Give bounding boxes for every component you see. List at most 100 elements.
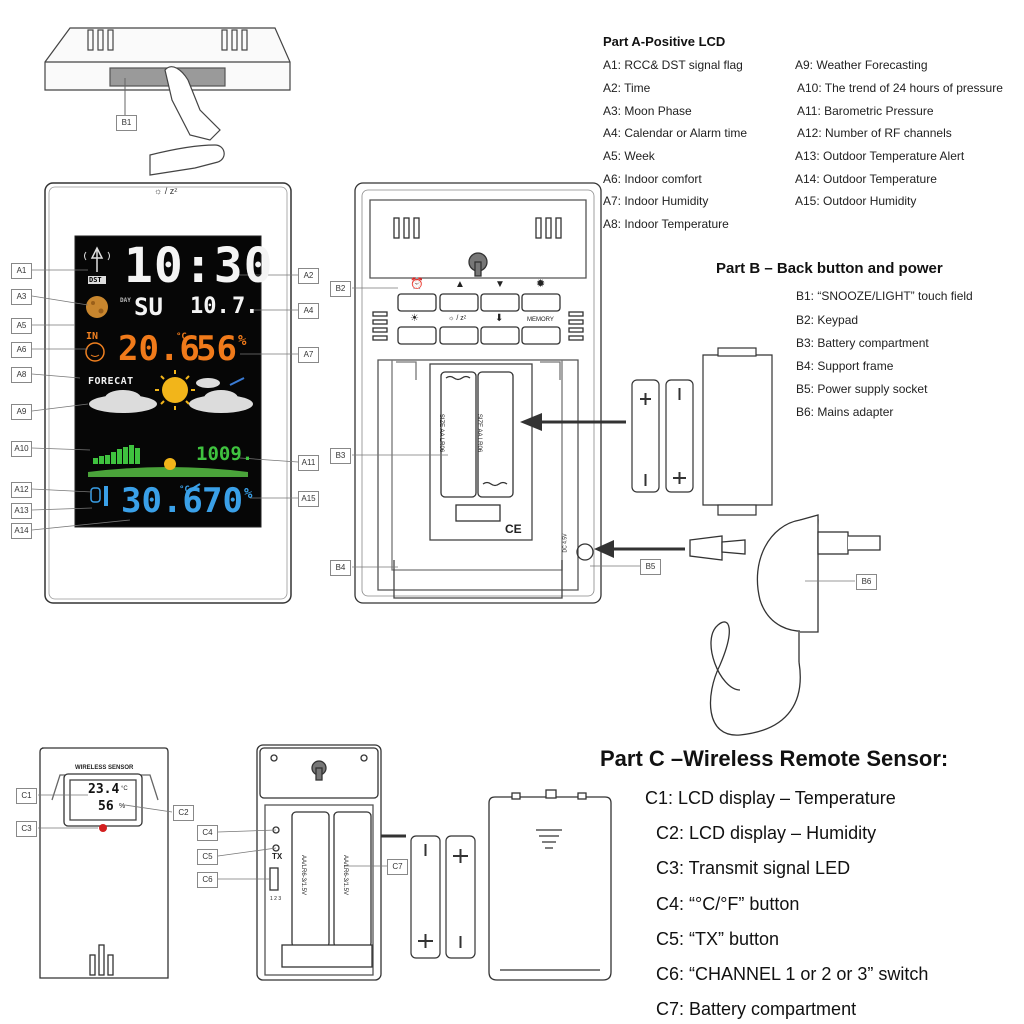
top-button-label: ☼ / zᶻ xyxy=(154,186,178,196)
part-a-title: Part A-Positive LCD xyxy=(603,34,726,49)
part-b-item: B1: “SNOOZE/LIGHT” touch field xyxy=(796,289,973,303)
part-a-item: A8: Indoor Temperature xyxy=(603,217,729,231)
callout-b1: B1 xyxy=(116,115,137,131)
lcd-outdoor-temp-unit: °C xyxy=(179,485,190,495)
callout-c3: C3 xyxy=(16,821,37,837)
top-edge-unit xyxy=(44,27,291,91)
part-b-item: B2: Keypad xyxy=(796,313,859,327)
callout-a6: A6 xyxy=(11,342,32,358)
sensor-title: WIRELESS SENSOR xyxy=(75,765,134,771)
lcd-indoor-temp-unit: °C xyxy=(176,332,187,342)
part-a-item: A14: Outdoor Temperature xyxy=(795,172,937,186)
key-memory-label: MEMORY xyxy=(527,317,554,323)
part-c-item: C6: “CHANNEL 1 or 2 or 3” switch xyxy=(656,964,929,984)
battery-cover-sensor xyxy=(488,789,612,981)
part-a-item: A2: Time xyxy=(603,81,651,95)
part-c-item: C3: Transmit signal LED xyxy=(656,858,851,878)
lcd-date-month: 7. xyxy=(232,294,259,319)
callout-b2: B2 xyxy=(330,281,351,297)
part-a-item: A3: Moon Phase xyxy=(603,104,692,118)
mains-adapter xyxy=(689,514,881,736)
part-c-item: C5: “TX” button xyxy=(656,929,780,949)
key-down-label: ▼ xyxy=(495,279,505,290)
part-a-item: A1: RCC& DST signal flag xyxy=(603,58,743,72)
callout-a4: A4 xyxy=(298,303,319,319)
callout-a1: A1 xyxy=(11,263,32,279)
lcd-time: 10:30 xyxy=(124,238,274,294)
part-c-title: Part C –Wireless Remote Sensor: xyxy=(600,746,949,771)
callout-a2: A2 xyxy=(298,268,319,284)
sensor-tx-label: TX xyxy=(272,852,283,861)
key-snooze-label: ☼ / zᶻ xyxy=(448,315,467,322)
part-a-item: A7: Indoor Humidity xyxy=(603,194,709,208)
ce-mark: CE xyxy=(505,522,522,536)
part-a-item: A12: Number of RF channels xyxy=(797,126,952,140)
insert-arrow-back xyxy=(520,413,626,431)
lcd-indoor-hum-unit: % xyxy=(238,333,247,349)
pressure-trend-bars xyxy=(93,445,140,464)
lcd-indoor-label: IN xyxy=(86,331,99,342)
lcd-indoor-hum: 56 xyxy=(196,329,237,369)
part-a-item: A9: Weather Forecasting xyxy=(795,58,928,72)
part-a-item: A15: Outdoor Humidity xyxy=(795,194,917,208)
part-b-item: B5: Power supply socket xyxy=(796,382,928,396)
lcd-outdoor-hum-unit: % xyxy=(244,486,253,502)
lcd-indoor-temp: 20.6 xyxy=(118,329,200,369)
callout-c6: C6 xyxy=(197,872,218,888)
part-b-item: B3: Battery compartment xyxy=(796,336,929,350)
loose-batteries-sensor xyxy=(410,835,476,959)
part-a-item: A11: Barometric Pressure xyxy=(797,104,934,118)
callout-a15: A15 xyxy=(298,491,319,507)
part-c-item: C7: Battery compartment xyxy=(656,999,857,1019)
part-c-item: C1: LCD display – Temperature xyxy=(645,788,896,808)
sensor-battery-label-1: AA/LR6-3/1.5V xyxy=(300,854,307,896)
callout-a8: A8 xyxy=(11,367,32,383)
part-c-item: C4: “°C/°F” button xyxy=(656,894,800,914)
callout-a14: A14 xyxy=(11,523,32,539)
callout-b3: B3 xyxy=(330,448,351,464)
callout-a10: A10 xyxy=(11,441,32,457)
lcd-outdoor-temp: 30.6 xyxy=(121,481,203,521)
part-c-item: C2: LCD display – Humidity xyxy=(656,823,877,843)
part-b-item: B6: Mains adapter xyxy=(796,405,894,419)
sensor-back xyxy=(256,744,382,981)
back-unit xyxy=(354,182,602,604)
battery-cover-back xyxy=(702,347,773,516)
callout-c1: C1 xyxy=(16,788,37,804)
callout-a13: A13 xyxy=(11,503,32,519)
callout-a3: A3 xyxy=(11,289,32,305)
dc-label: DC 4.5V xyxy=(562,533,569,553)
callout-c5: C5 xyxy=(197,849,218,865)
sensor-temp: 23.4 xyxy=(88,782,120,797)
key-light-label: ✹ xyxy=(536,278,546,290)
lcd-weekday: SU xyxy=(134,293,163,321)
part-a-item: A10: The trend of 24 hours of pressure xyxy=(797,81,1003,95)
callout-b4: B4 xyxy=(330,560,351,576)
part-a-item: A5: Week xyxy=(603,149,655,163)
sensor-hum-unit: % xyxy=(119,803,126,810)
callout-b6: B6 xyxy=(856,574,877,590)
callout-c2: C2 xyxy=(173,805,194,821)
key-up-label: ▲ xyxy=(455,279,465,290)
key-arrow-label: ⬇ xyxy=(495,313,504,324)
sensor-temp-unit: °C xyxy=(121,786,128,792)
callout-a5: A5 xyxy=(11,318,32,334)
loose-batteries-back xyxy=(631,379,694,493)
power-arrow xyxy=(594,540,685,558)
part-a-item: A4: Calendar or Alarm time xyxy=(603,126,748,140)
led-icon xyxy=(99,824,107,832)
callout-a11: A11 xyxy=(298,455,319,471)
lcd-day-label: DAY xyxy=(120,297,131,304)
callout-c7: C7 xyxy=(387,859,408,875)
part-a-item: A6: Indoor comfort xyxy=(603,172,702,186)
leader-lines xyxy=(31,269,855,880)
sensor-switch-label: 1 2 3 xyxy=(270,896,282,902)
sensor-hum: 56 xyxy=(98,799,114,814)
lcd-date-day: 10. xyxy=(190,294,230,319)
part-a-item: A13: Outdoor Temperature Alert xyxy=(795,149,965,163)
lcd-pressure: 1009. xyxy=(196,443,254,465)
lcd-decorations xyxy=(84,246,253,506)
battery-size-label-1: SIZE AA LR06 xyxy=(438,413,445,453)
key-sun-label: ☀ xyxy=(410,313,419,324)
